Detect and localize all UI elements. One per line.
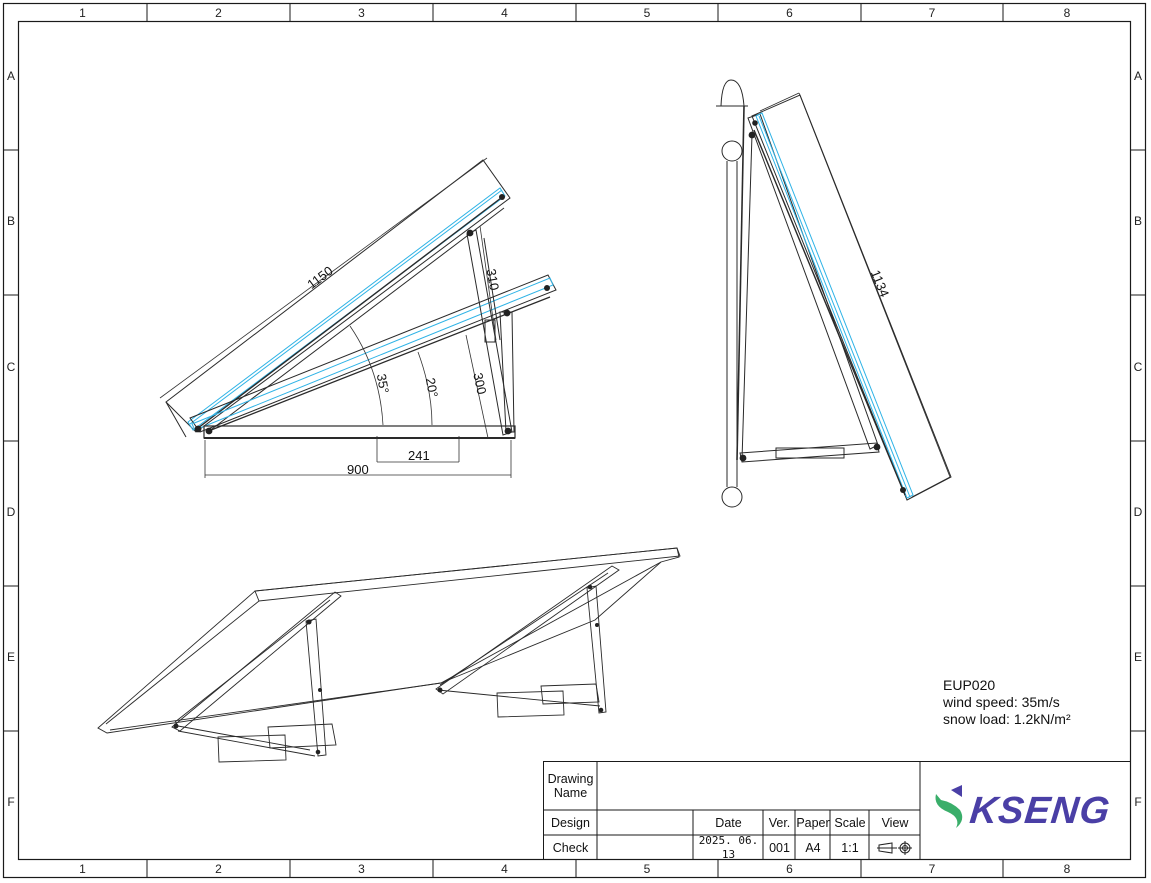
row-label: C	[6, 360, 16, 374]
snow-load: snow load: 1.2kN/m²	[943, 711, 1071, 727]
date-value: 2025. 06. 13	[698, 834, 759, 861]
column-label: 8	[1063, 6, 1071, 20]
column-label: 1	[79, 862, 86, 876]
title-block-grid	[543, 761, 1131, 860]
row-label: E	[6, 650, 15, 664]
drawing-name-value	[598, 762, 920, 810]
side-view	[716, 79, 952, 508]
row-label: A	[1133, 69, 1142, 83]
scale-label: Scale	[834, 816, 866, 830]
row-label: B	[6, 214, 15, 228]
column-label: 5	[643, 862, 651, 876]
row-label: F	[1134, 795, 1142, 809]
date-label: Date	[715, 816, 742, 830]
row-label: D	[6, 505, 16, 519]
column-label: 2	[215, 6, 222, 20]
column-label: 4	[501, 862, 508, 876]
model-number: EUP020	[943, 677, 996, 693]
dimension-angle-35: 35°	[373, 372, 392, 395]
kseng-logo-mark-icon	[935, 785, 963, 828]
row-label: B	[1133, 214, 1142, 228]
row-label: E	[1133, 650, 1142, 664]
drawing-name-label: Drawing Name	[547, 772, 594, 800]
dimension-base-offset: 241	[408, 448, 430, 463]
design-label: Design	[551, 816, 590, 830]
column-label: 7	[928, 862, 936, 876]
front-view	[159, 157, 557, 478]
paper-label: Paper	[796, 816, 830, 830]
column-label: 7	[928, 6, 936, 20]
column-label: 1	[79, 6, 86, 20]
row-label: F	[7, 795, 15, 809]
design-value	[598, 811, 693, 835]
column-label: 3	[358, 862, 365, 876]
spec-notes: EUP020 wind speed: 35m/s snow load: 1.2k…	[943, 677, 1071, 728]
column-label: 4	[501, 6, 508, 20]
check-label: Check	[552, 841, 589, 855]
row-label: D	[1133, 505, 1143, 519]
column-label: 8	[1063, 862, 1071, 876]
kseng-logo: KSENG	[967, 790, 1113, 832]
paper-value: A4	[805, 841, 821, 855]
column-label: 5	[643, 6, 651, 20]
version-label: Ver.	[768, 816, 791, 830]
row-label: C	[1133, 360, 1143, 374]
scale-value: 1:1	[841, 841, 859, 855]
dimension-angle-20: 20°	[422, 376, 441, 399]
column-label: 3	[358, 6, 365, 20]
projection-symbol-icon	[870, 836, 920, 860]
column-label: 6	[786, 862, 793, 876]
check-value	[598, 836, 693, 860]
version-value: 001	[769, 841, 790, 855]
isometric-view	[97, 547, 681, 763]
wind-speed: wind speed: 35m/s	[943, 694, 1060, 710]
column-label: 6	[786, 6, 793, 20]
logo-text: KSENG	[967, 790, 1113, 832]
dimension-base-length: 900	[347, 462, 369, 477]
column-label: 2	[215, 862, 222, 876]
view-label: View	[881, 816, 909, 830]
row-label: A	[6, 69, 15, 83]
